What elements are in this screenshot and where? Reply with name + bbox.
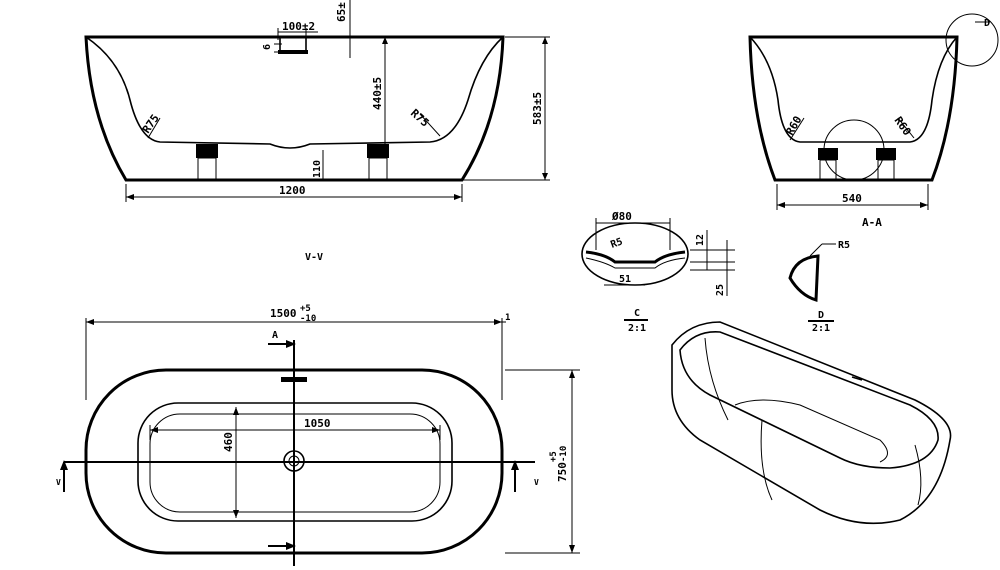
dim-inner-depth: 440±5 xyxy=(371,77,384,110)
detail-c-dim-25: 25 xyxy=(715,284,726,296)
dim-length-tol-plus: +5 xyxy=(300,304,311,314)
dim-width-tol-plus: +5 xyxy=(549,451,559,462)
side-view-foot-left xyxy=(196,144,218,181)
end-view-outer-shell xyxy=(748,35,959,182)
detail-d-label: D xyxy=(818,310,824,321)
dim-length-bottom: 1200 xyxy=(279,184,306,197)
marker-v-right: V xyxy=(534,478,539,487)
side-view-drain-flange xyxy=(278,50,308,54)
marker-v-left: V xyxy=(56,478,61,487)
end-view-foot-left xyxy=(818,148,838,181)
detail-d-tag: D xyxy=(984,18,990,29)
dim-length-tol-minus: -10 xyxy=(300,314,316,324)
dim-drain-width: 100±2 xyxy=(282,20,315,33)
iso-overflow xyxy=(851,376,863,381)
end-view-inner-basin xyxy=(749,36,958,143)
detail-d-profile xyxy=(788,254,820,303)
detail-d-scale: 2:1 xyxy=(812,323,830,334)
side-view-outer-shell xyxy=(84,35,505,182)
detail-c: Ø80 R5 51 12 25 C 2:1 xyxy=(581,210,735,334)
detail-d-dim-radius: R5 xyxy=(838,240,850,251)
dim-radius-right: R75 xyxy=(408,107,431,130)
marker-1: 1 xyxy=(505,313,510,323)
end-dim-radius-left: R60 xyxy=(783,114,804,138)
isometric-view xyxy=(671,321,952,525)
end-dim-width-bottom: 540 xyxy=(842,192,862,205)
end-view: D R60 R60 540 A-A xyxy=(748,13,999,229)
dim-width-main: 750 xyxy=(556,462,569,482)
side-view: 100±2 65± 6 440±5 583±5 R75 R75 110 1200 xyxy=(84,0,550,263)
detail-c-label: C xyxy=(634,308,640,319)
detail-c-profile xyxy=(585,250,686,264)
iso-basin-floor xyxy=(734,399,888,463)
top-view: V V A 1500 +5 -10 1 1050 460 xyxy=(56,304,580,566)
dim-foot-height: 110 xyxy=(312,160,323,178)
detail-c-dim-12: 12 xyxy=(695,234,706,246)
top-view-overflow xyxy=(281,377,307,382)
section-label-aa: A-A xyxy=(862,216,882,229)
dim-width-tol-minus: -10 xyxy=(559,446,569,462)
dim-inner-length: 1050 xyxy=(304,417,331,430)
detail-c-dim-width: 51 xyxy=(619,274,631,285)
end-dim-radius-right: R60 xyxy=(892,114,914,138)
iso-rim-inner xyxy=(679,331,939,469)
side-view-overflow-drain xyxy=(279,36,307,53)
dim-drain-top: 65± xyxy=(335,2,348,22)
detail-d: R5 D 2:1 xyxy=(788,240,850,334)
dim-overall-height: 583±5 xyxy=(531,92,544,125)
detail-c-scale: 2:1 xyxy=(628,323,646,334)
detail-c-dim-diameter: Ø80 xyxy=(611,210,632,223)
end-view-foot-right xyxy=(876,148,896,181)
detail-d-circle xyxy=(945,13,999,67)
side-view-inner-basin xyxy=(85,36,504,149)
dim-inner-width: 460 xyxy=(222,432,235,452)
detail-c-dim-radius: R5 xyxy=(609,236,624,250)
detail-c-circle xyxy=(823,119,885,181)
marker-a: A xyxy=(272,330,278,341)
dim-drain-depth: 6 xyxy=(262,44,273,50)
dim-length-main: 1500 xyxy=(270,307,297,320)
iso-outer-body xyxy=(671,321,952,525)
section-label-v: V-V xyxy=(305,252,323,263)
side-view-foot-right xyxy=(367,144,389,181)
